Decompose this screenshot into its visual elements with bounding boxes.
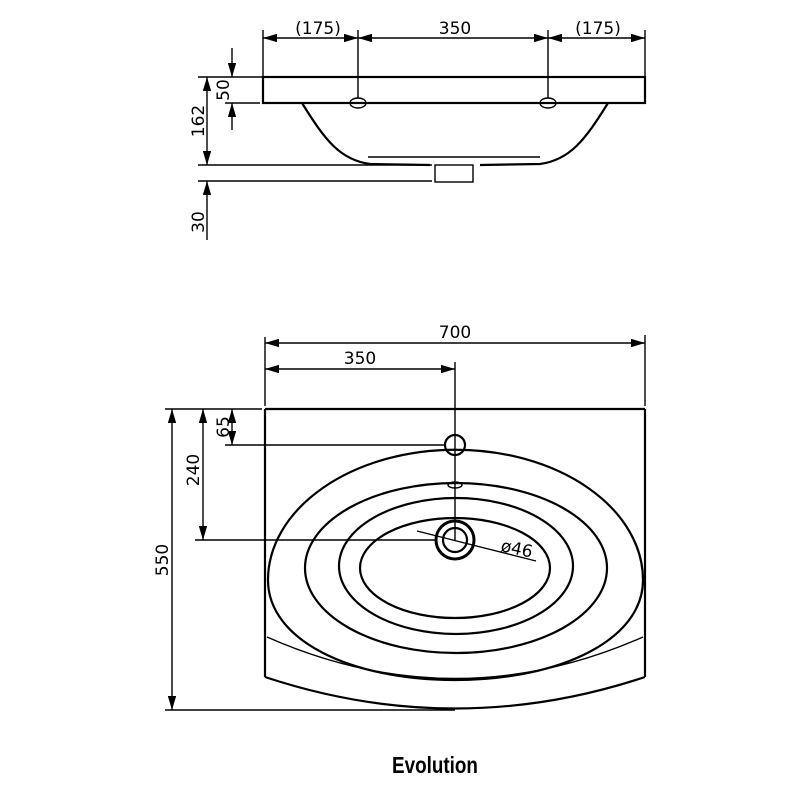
rim-outline <box>261 75 647 105</box>
product-title: Evolution <box>392 752 478 778</box>
dim-left: (175) <box>295 19 341 39</box>
dim-drain-offset: 240 <box>184 454 204 486</box>
dim-drain-diameter: ø46 <box>499 536 535 562</box>
diameter-leader <box>416 530 537 562</box>
basin-ring-3 <box>337 496 575 636</box>
bowl-profile <box>301 102 609 167</box>
dim-half-width: 350 <box>344 349 376 369</box>
dim-tap-offset: 65 <box>214 416 234 438</box>
dim-drain: 30 <box>189 211 209 233</box>
dim-rim: 50 <box>214 79 234 101</box>
dim-depth: 550 <box>153 544 173 576</box>
dim-height: 162 <box>189 105 209 137</box>
basin-ring-2 <box>303 481 609 655</box>
front-inner-edge <box>266 636 644 680</box>
front-edge <box>264 675 646 710</box>
top-view: 700 350 550 240 65 ø46 <box>153 323 647 711</box>
side-view: (175) 350 (175) 50 162 30 <box>189 19 647 240</box>
dim-center: 350 <box>439 19 471 39</box>
dim-right: (175) <box>575 19 621 39</box>
dim-width: 700 <box>439 323 471 343</box>
basin-outer-lower <box>266 579 645 682</box>
drain-outlet <box>434 164 474 183</box>
